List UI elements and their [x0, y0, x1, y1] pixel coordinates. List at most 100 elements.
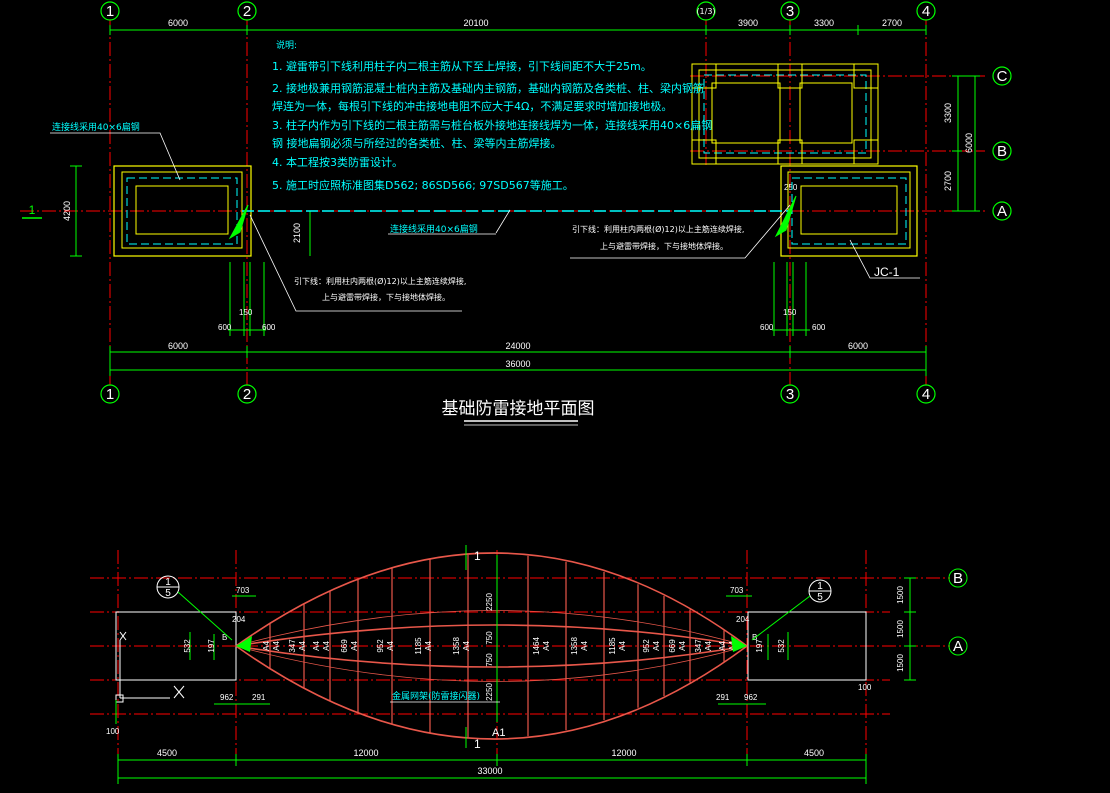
top-plan: 1 2 (1/3) 3 4 1 2 3 4 C B A 6000 20100 3… [20, 1, 1012, 426]
axis-right-c: C [997, 68, 1008, 85]
mark-100-r: 100 [858, 683, 872, 692]
section-mark-left: 1 [29, 203, 36, 217]
side-dim-291-r: 291 [716, 693, 730, 702]
axis-bottom-4: 4 [922, 386, 930, 403]
label-jc1: JC-1 [874, 265, 900, 279]
drawing-title: 基础防雷接地平面图 [442, 399, 595, 419]
center-dim-750-top: 750 [485, 631, 494, 645]
dim-right-2700: 2700 [943, 171, 953, 191]
section-mark-bot: 1 [474, 737, 481, 751]
rib-label-a4: A4 [678, 641, 687, 651]
dim-top-3300: 3300 [814, 18, 834, 28]
callout-l-num: 1 [165, 577, 171, 588]
dim-right-6000: 6000 [964, 133, 974, 153]
note-2b: 焊连为一体，每根引下线的冲击接地电阻不应大于4Ω，不满足要求时增加接地极。 [272, 99, 672, 113]
rib-label-a4: A4 [618, 641, 627, 651]
rib-label-a4: A4 [424, 641, 433, 651]
rib-label: 1185 [608, 637, 617, 655]
bp-dim-total-33000: 33000 [477, 766, 502, 776]
side-dim-962-r: 962 [744, 693, 758, 702]
label-a1: A1 [492, 727, 505, 739]
axis-bottom-3: 3 [786, 386, 794, 403]
note-4: 4. 本工程按3类防雷设计。 [272, 155, 403, 169]
dim-top-3900: 3900 [738, 18, 758, 28]
side-dim-703-r: 703 [730, 586, 744, 595]
bp-dim-1500-a: 1500 [896, 586, 905, 604]
label-flat-steel-left: 连接线采用40×6扁钢 [52, 121, 140, 133]
dim-left-4200: 4200 [62, 201, 72, 221]
side-dim-204-l: 204 [232, 615, 246, 624]
rib-label-a4: A4 [580, 641, 589, 651]
bp-axis-b: B [953, 570, 963, 587]
dim-total-36000: 36000 [505, 359, 530, 369]
dim-small-r-150: 150 [783, 308, 797, 317]
bp-dim-12000-l: 12000 [353, 748, 378, 758]
center-dim-2250-top: 2250 [485, 593, 494, 611]
rib-label: 669 [668, 639, 677, 653]
side-dim-197-l: 197 [207, 639, 216, 653]
rib-label: 347 [288, 639, 297, 653]
bp-dim-1500-c: 1500 [896, 654, 905, 672]
downlead-right-1: 引下线：利用柱内两根(Ø)12)以上主筋连续焊接, [572, 224, 744, 234]
bp-dim-4500-l: 4500 [157, 748, 177, 758]
dim-250: 250 [784, 183, 798, 192]
dim-small-l-150: 150 [239, 308, 253, 317]
rib-label: 1358 [452, 637, 461, 655]
dim-small-l-600a: 600 [218, 323, 232, 332]
pile-cap-left [113, 165, 252, 257]
section-mark-top: 1 [474, 549, 481, 563]
axis-bottom-1: 1 [106, 386, 114, 403]
mark-100-l: 100 [106, 727, 120, 736]
note-2: 2. 接地极兼用钢筋混凝土桩内主筋及基础内主钢筋，基础内钢筋及各类桩、柱、梁内钢… [272, 81, 704, 95]
rib-label-a4: A4 [542, 641, 551, 651]
rib-label-a4: A4 [272, 641, 281, 651]
rib-label: 1358 [570, 637, 579, 655]
rib-lines [269, 554, 725, 738]
axis-top-4: 4 [922, 3, 930, 20]
axis-right-b: B [997, 143, 1007, 160]
dim-small-l-600b: 600 [262, 323, 276, 332]
rib-label: A4 [718, 641, 727, 651]
note-3b: 钢 接地扁钢必须与所经过的各类桩、柱、梁等内主筋焊接。 [272, 136, 562, 150]
column-grid [691, 63, 879, 165]
dim-right-3300: 3300 [943, 103, 953, 123]
b-mark-l: B [222, 633, 227, 642]
side-dim-703-l: 703 [236, 586, 250, 595]
dim-bot-6000-l: 6000 [168, 341, 188, 351]
pile-cap-right [780, 165, 918, 257]
rib-label-a4: A4 [386, 641, 395, 651]
rib-label: 952 [376, 639, 385, 653]
side-dim-532-r: 532 [777, 639, 786, 653]
rib-label-a4: A4 [462, 641, 471, 651]
dim-top-20100: 20100 [463, 18, 488, 28]
callout-l-den: 5 [165, 588, 171, 599]
dim-bot-6000-r: 6000 [848, 341, 868, 351]
dim-bot-24000: 24000 [505, 341, 530, 351]
callout-r-num: 1 [817, 581, 823, 592]
rib-label: 347 [694, 639, 703, 653]
axis-top-3: 3 [786, 3, 794, 20]
side-dim-204-r: 204 [736, 615, 750, 624]
rib-label: 952 [642, 639, 651, 653]
axis-top-1-3: (1/3) [696, 7, 715, 16]
bp-axis-a: A [953, 638, 963, 655]
rib-label: 1185 [414, 637, 423, 655]
rib-label-a4: A4 [350, 641, 359, 651]
rib-label-a4: A4 [652, 641, 661, 651]
note-3: 3. 柱子内作为引下线的二根主筋需与桩台板外接地连接线焊为一体，连接线采用40×… [272, 118, 712, 132]
rib-label: A4 [312, 641, 321, 651]
downlead-left-2: 上与避雷带焊接，下与接地体焊接。 [322, 292, 450, 302]
label-metal-net: 金属网架(防雷接闪器) [392, 690, 480, 702]
label-flat-steel-mid: 连接线采用40×6扁钢 [390, 223, 478, 235]
side-dim-197-r: 197 [755, 639, 764, 653]
callout-r-den: 5 [817, 592, 823, 603]
bp-dim-12000-r: 12000 [611, 748, 636, 758]
downlead-right-2: 上与避雷带焊接，下与接地体焊接。 [600, 241, 728, 251]
rib-label: 669 [340, 639, 349, 653]
center-dim-2250-bot: 2250 [485, 683, 494, 701]
rib-label: 1464 [532, 637, 541, 655]
axis-top-1: 1 [106, 3, 114, 20]
side-dim-962-l: 962 [220, 693, 234, 702]
